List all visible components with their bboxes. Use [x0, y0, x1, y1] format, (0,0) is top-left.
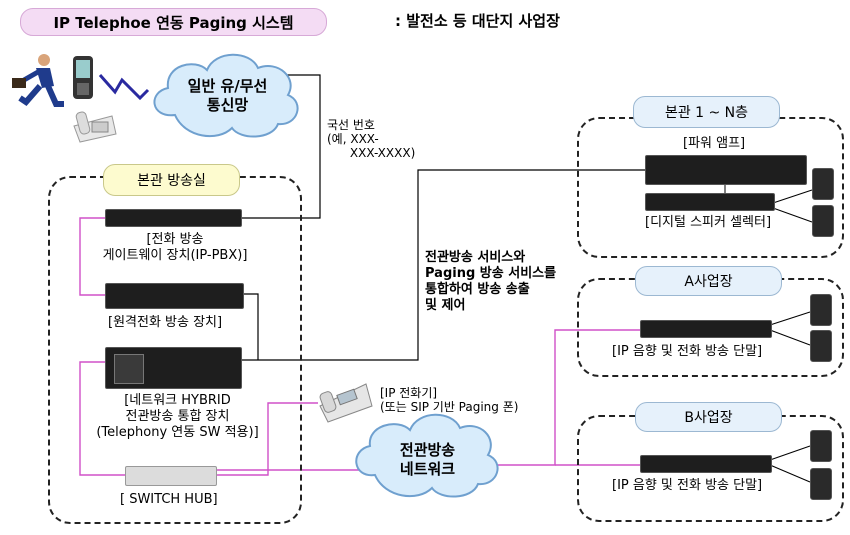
- trunk-line: [240, 74, 321, 219]
- site-b-speaker-line-2: [769, 464, 811, 483]
- site-b-terminal-device: [640, 455, 772, 473]
- mobile-phone-icon: [72, 55, 94, 100]
- site-a-speaker-line-2: [769, 329, 811, 346]
- power-amp-device: [645, 155, 807, 185]
- power-amp-caption: [파워 앰프]: [683, 136, 746, 151]
- site-b-terminal-caption: [IP 음향 및 전화 방송 단말]: [612, 478, 763, 493]
- cloud-public-label: 일반 유/무선 통신망: [187, 77, 268, 114]
- broadcast-room-label: 본관 방송실: [103, 164, 240, 196]
- speaker-icon: [812, 168, 834, 200]
- cloud-public-network: [153, 53, 299, 138]
- site-a-speaker-line-1: [769, 311, 811, 326]
- pink-network-to-sites: [470, 329, 640, 466]
- selector-to-speaker-line-1: [772, 189, 813, 204]
- site-b-label: B사업장: [635, 402, 782, 432]
- site-a-label: A사업장: [635, 266, 782, 296]
- pink-left-bus-2: [79, 361, 125, 476]
- pink-left-bus: [79, 217, 105, 296]
- running-person-icon: [10, 52, 68, 110]
- remote-broadcast-device: [105, 283, 244, 309]
- remote-caption: [원격전화 방송 장치]: [108, 315, 223, 330]
- speaker-selector-caption: [디지털 스피커 셀렉터]: [645, 215, 772, 230]
- extension-number-note: 국선 번호 (예, XXX- XXX-XXXX): [327, 118, 416, 160]
- site-b-speaker-line-1: [769, 445, 811, 461]
- title-banner: IP Telephoe 연동 Paging 시스템: [20, 8, 327, 36]
- remote-to-hybrid-line: [242, 293, 259, 360]
- page-title: IP Telephoe 연동 Paging 시스템: [53, 13, 294, 32]
- ip-phone-caption: [IP 전화기] (또는 SIP 기반 Paging 폰): [380, 386, 519, 414]
- switch-caption: [ SWITCH HUB]: [120, 492, 218, 507]
- site-a-terminal-device: [640, 320, 772, 338]
- main-floors-label: 본관 1 ~ N층: [633, 96, 780, 128]
- service-note: 전관방송 서비스와 Paging 방송 서비스를 통합하여 방송 송출 및 제어: [425, 250, 557, 313]
- hybrid-integration-device: [105, 347, 242, 389]
- speaker-icon: [810, 330, 832, 362]
- speaker-icon: [812, 205, 834, 237]
- page-subtitle: : 발전소 등 대단지 사업장: [395, 12, 560, 30]
- hybrid-caption: [네트워크 HYBRID 전관방송 통합 장치 (Telephony 연동 SW…: [96, 393, 259, 440]
- cloud-broadcast-network: [355, 413, 499, 498]
- speaker-selector-device: [645, 193, 775, 211]
- ip-phone-icon: [318, 378, 374, 424]
- gateway-caption: [전화 방송 게이트웨이 장치(IP-PBX)]: [102, 232, 248, 263]
- ip-pbx-device: [105, 209, 242, 227]
- desk-phone-icon: [72, 108, 118, 144]
- speaker-icon: [810, 430, 832, 462]
- switch-hub-device: [125, 466, 217, 486]
- hybrid-to-amp-line: [240, 169, 645, 361]
- selector-to-speaker-line-2: [772, 207, 813, 223]
- cloud-network-label: 전관방송 네트워크: [399, 441, 456, 478]
- pink-switch-to-phone: [215, 402, 318, 476]
- speaker-icon: [810, 294, 832, 326]
- site-a-terminal-caption: [IP 음향 및 전화 방송 단말]: [612, 344, 763, 359]
- speaker-icon: [810, 468, 832, 500]
- wireless-lightning: [98, 74, 150, 101]
